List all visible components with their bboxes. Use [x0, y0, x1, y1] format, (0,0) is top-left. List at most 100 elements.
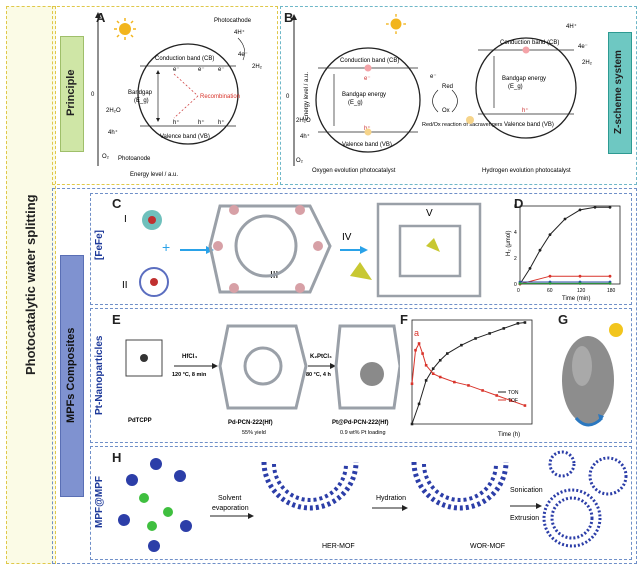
chart-f-point	[424, 363, 428, 367]
sun-icon-b	[386, 14, 406, 34]
svg-text:Photocathode: Photocathode	[214, 18, 252, 24]
chart-d-ytick: 6	[514, 204, 517, 210]
chart-f-legend-label: TON	[508, 390, 519, 396]
chart-f-point	[410, 382, 414, 386]
chart-f-point	[417, 342, 421, 345]
svg-text:Ox: Ox	[442, 108, 450, 114]
svg-text:Photoanode: Photoanode	[118, 156, 151, 162]
svg-text:0: 0	[91, 92, 95, 98]
chart-d-point	[548, 233, 552, 236]
panel-h-label: H	[112, 450, 122, 465]
svg-text:K₂PtCl₄: K₂PtCl₄	[310, 354, 332, 360]
chart-f-point	[523, 321, 527, 324]
chart-f-series-ton	[411, 322, 526, 425]
svg-text:4e⁻: 4e⁻	[238, 52, 248, 58]
zscheme-label-box	[608, 32, 632, 154]
mpf-frame	[90, 446, 632, 560]
chart-f-point	[523, 404, 527, 407]
svg-text:2H₂: 2H₂	[582, 60, 593, 66]
svg-text:I: I	[124, 214, 127, 225]
chart-d-point	[518, 281, 522, 285]
pt-frame	[90, 308, 632, 443]
svg-text:Pt@Pd-PCN-222(Hf): Pt@Pd-PCN-222(Hf)	[332, 420, 389, 426]
chart-f-point	[488, 332, 491, 335]
chart-d-point	[548, 274, 552, 278]
panel-e-diagram: PdTCPP HfCl₄ 120 °C, 8 min Pd-PCN-222(Hf…	[125, 324, 400, 436]
chart-f-sublabel: a	[414, 328, 419, 338]
left-title: Photocatalytic water splitting	[23, 194, 38, 376]
svg-text:O₂: O₂	[296, 158, 304, 164]
svg-text:55% yield: 55% yield	[242, 430, 266, 436]
svg-text:Hydrogen evolution photocataly: Hydrogen evolution photocatalyst	[482, 168, 571, 174]
chart-d-point	[593, 205, 597, 209]
zscheme-label: Z-scheme system	[613, 50, 624, 134]
svg-text:e⁻: e⁻	[218, 67, 225, 73]
panel-a-diagram: 0 Conduction band (CB) Valence band (VB)…	[91, 12, 263, 178]
panel-b-label: B	[284, 10, 294, 25]
svg-text:80 °C, 4 h: 80 °C, 4 h	[306, 372, 331, 378]
chart-f-point	[474, 337, 477, 340]
row-label-mpf: MPF@MPF	[94, 476, 105, 528]
chart-d-ylabel: H₂ (μmol)	[506, 231, 512, 256]
row-label-pt: Pt-Nanoparticles	[94, 335, 105, 416]
chart-f-xlabel: Time (h)	[498, 432, 520, 438]
panel-h-diagram: Solvent evaporation HER-MOF Hydration WO…	[118, 450, 628, 552]
svg-text:Valence band (VB): Valence band (VB)	[342, 142, 392, 148]
chart-d-point	[578, 208, 582, 212]
panel-e-label: E	[112, 312, 121, 327]
svg-text:2H₂O: 2H₂O	[106, 108, 121, 114]
svg-text:+: +	[162, 239, 170, 255]
chart-d-series-0	[519, 206, 610, 285]
chart-f-point	[516, 322, 520, 325]
svg-text:0: 0	[286, 94, 290, 100]
chart-d-point	[578, 281, 582, 285]
svg-text:Valence band (VB): Valence band (VB)	[160, 134, 210, 140]
panel-g-label: G	[558, 312, 569, 327]
chart-d-ytick: 4	[514, 230, 517, 236]
svg-text:(E_g): (E_g)	[348, 100, 363, 106]
svg-text:4h⁺: 4h⁺	[108, 129, 118, 136]
svg-text:Extrusion: Extrusion	[510, 515, 539, 522]
chart-d-point	[538, 248, 542, 252]
chart-f-point	[453, 380, 456, 384]
mpfs-frame	[52, 188, 637, 564]
svg-text:IV: IV	[342, 232, 352, 243]
svg-text:Energy level / a.u.: Energy level / a.u.	[130, 172, 178, 178]
svg-text:h⁺: h⁺	[198, 119, 205, 126]
panel-c-diagram: I II III IV V +	[122, 202, 482, 298]
mpfs-label: MPFs Composites	[65, 327, 77, 423]
fefe-frame	[90, 193, 632, 305]
svg-text:(E_g): (E_g)	[508, 84, 523, 90]
svg-text:4H⁺: 4H⁺	[234, 29, 245, 36]
chart-f-point	[421, 352, 424, 355]
svg-text:e⁻: e⁻	[430, 74, 437, 80]
chart-f-series-tof	[411, 342, 526, 407]
chart-d-xtick: 120	[577, 288, 586, 294]
svg-text:Bandgap: Bandgap	[128, 90, 153, 96]
principle-label-box	[60, 36, 84, 152]
panel-c-label: C	[112, 196, 122, 211]
svg-text:Hydration: Hydration	[376, 495, 406, 502]
chart-f-point	[424, 379, 428, 382]
svg-text:V: V	[426, 208, 433, 219]
svg-text:Energy level / a.u.: Energy level / a.u.	[304, 72, 310, 120]
chart-d-point	[608, 205, 612, 209]
svg-text:h⁺: h⁺	[218, 119, 225, 126]
zscheme-frame	[280, 6, 637, 185]
svg-text:Bandgap energy: Bandgap energy	[342, 92, 386, 98]
svg-text:Red/Ox reaction of sacravenger: Red/Ox reaction of sacravengers	[422, 122, 503, 128]
svg-text:Recombination: Recombination	[200, 94, 240, 100]
chart-f-point	[438, 375, 442, 379]
svg-text:120 °C, 8 min: 120 °C, 8 min	[172, 372, 207, 378]
svg-text:PdTCPP: PdTCPP	[128, 418, 152, 424]
svg-text:h⁺: h⁺	[173, 119, 180, 126]
chart-d-xlabel: Time (min)	[562, 296, 590, 302]
svg-text:2H₂O: 2H₂O	[296, 118, 311, 124]
svg-text:4e⁻: 4e⁻	[578, 44, 588, 50]
svg-text:Pd-PCN-222(Hf): Pd-PCN-222(Hf)	[228, 420, 273, 426]
svg-text:0.9 wt% Pt loading: 0.9 wt% Pt loading	[340, 430, 386, 436]
chart-f-point	[431, 372, 435, 375]
svg-text:4h⁺: 4h⁺	[300, 133, 310, 140]
chart-f-point	[481, 389, 484, 392]
